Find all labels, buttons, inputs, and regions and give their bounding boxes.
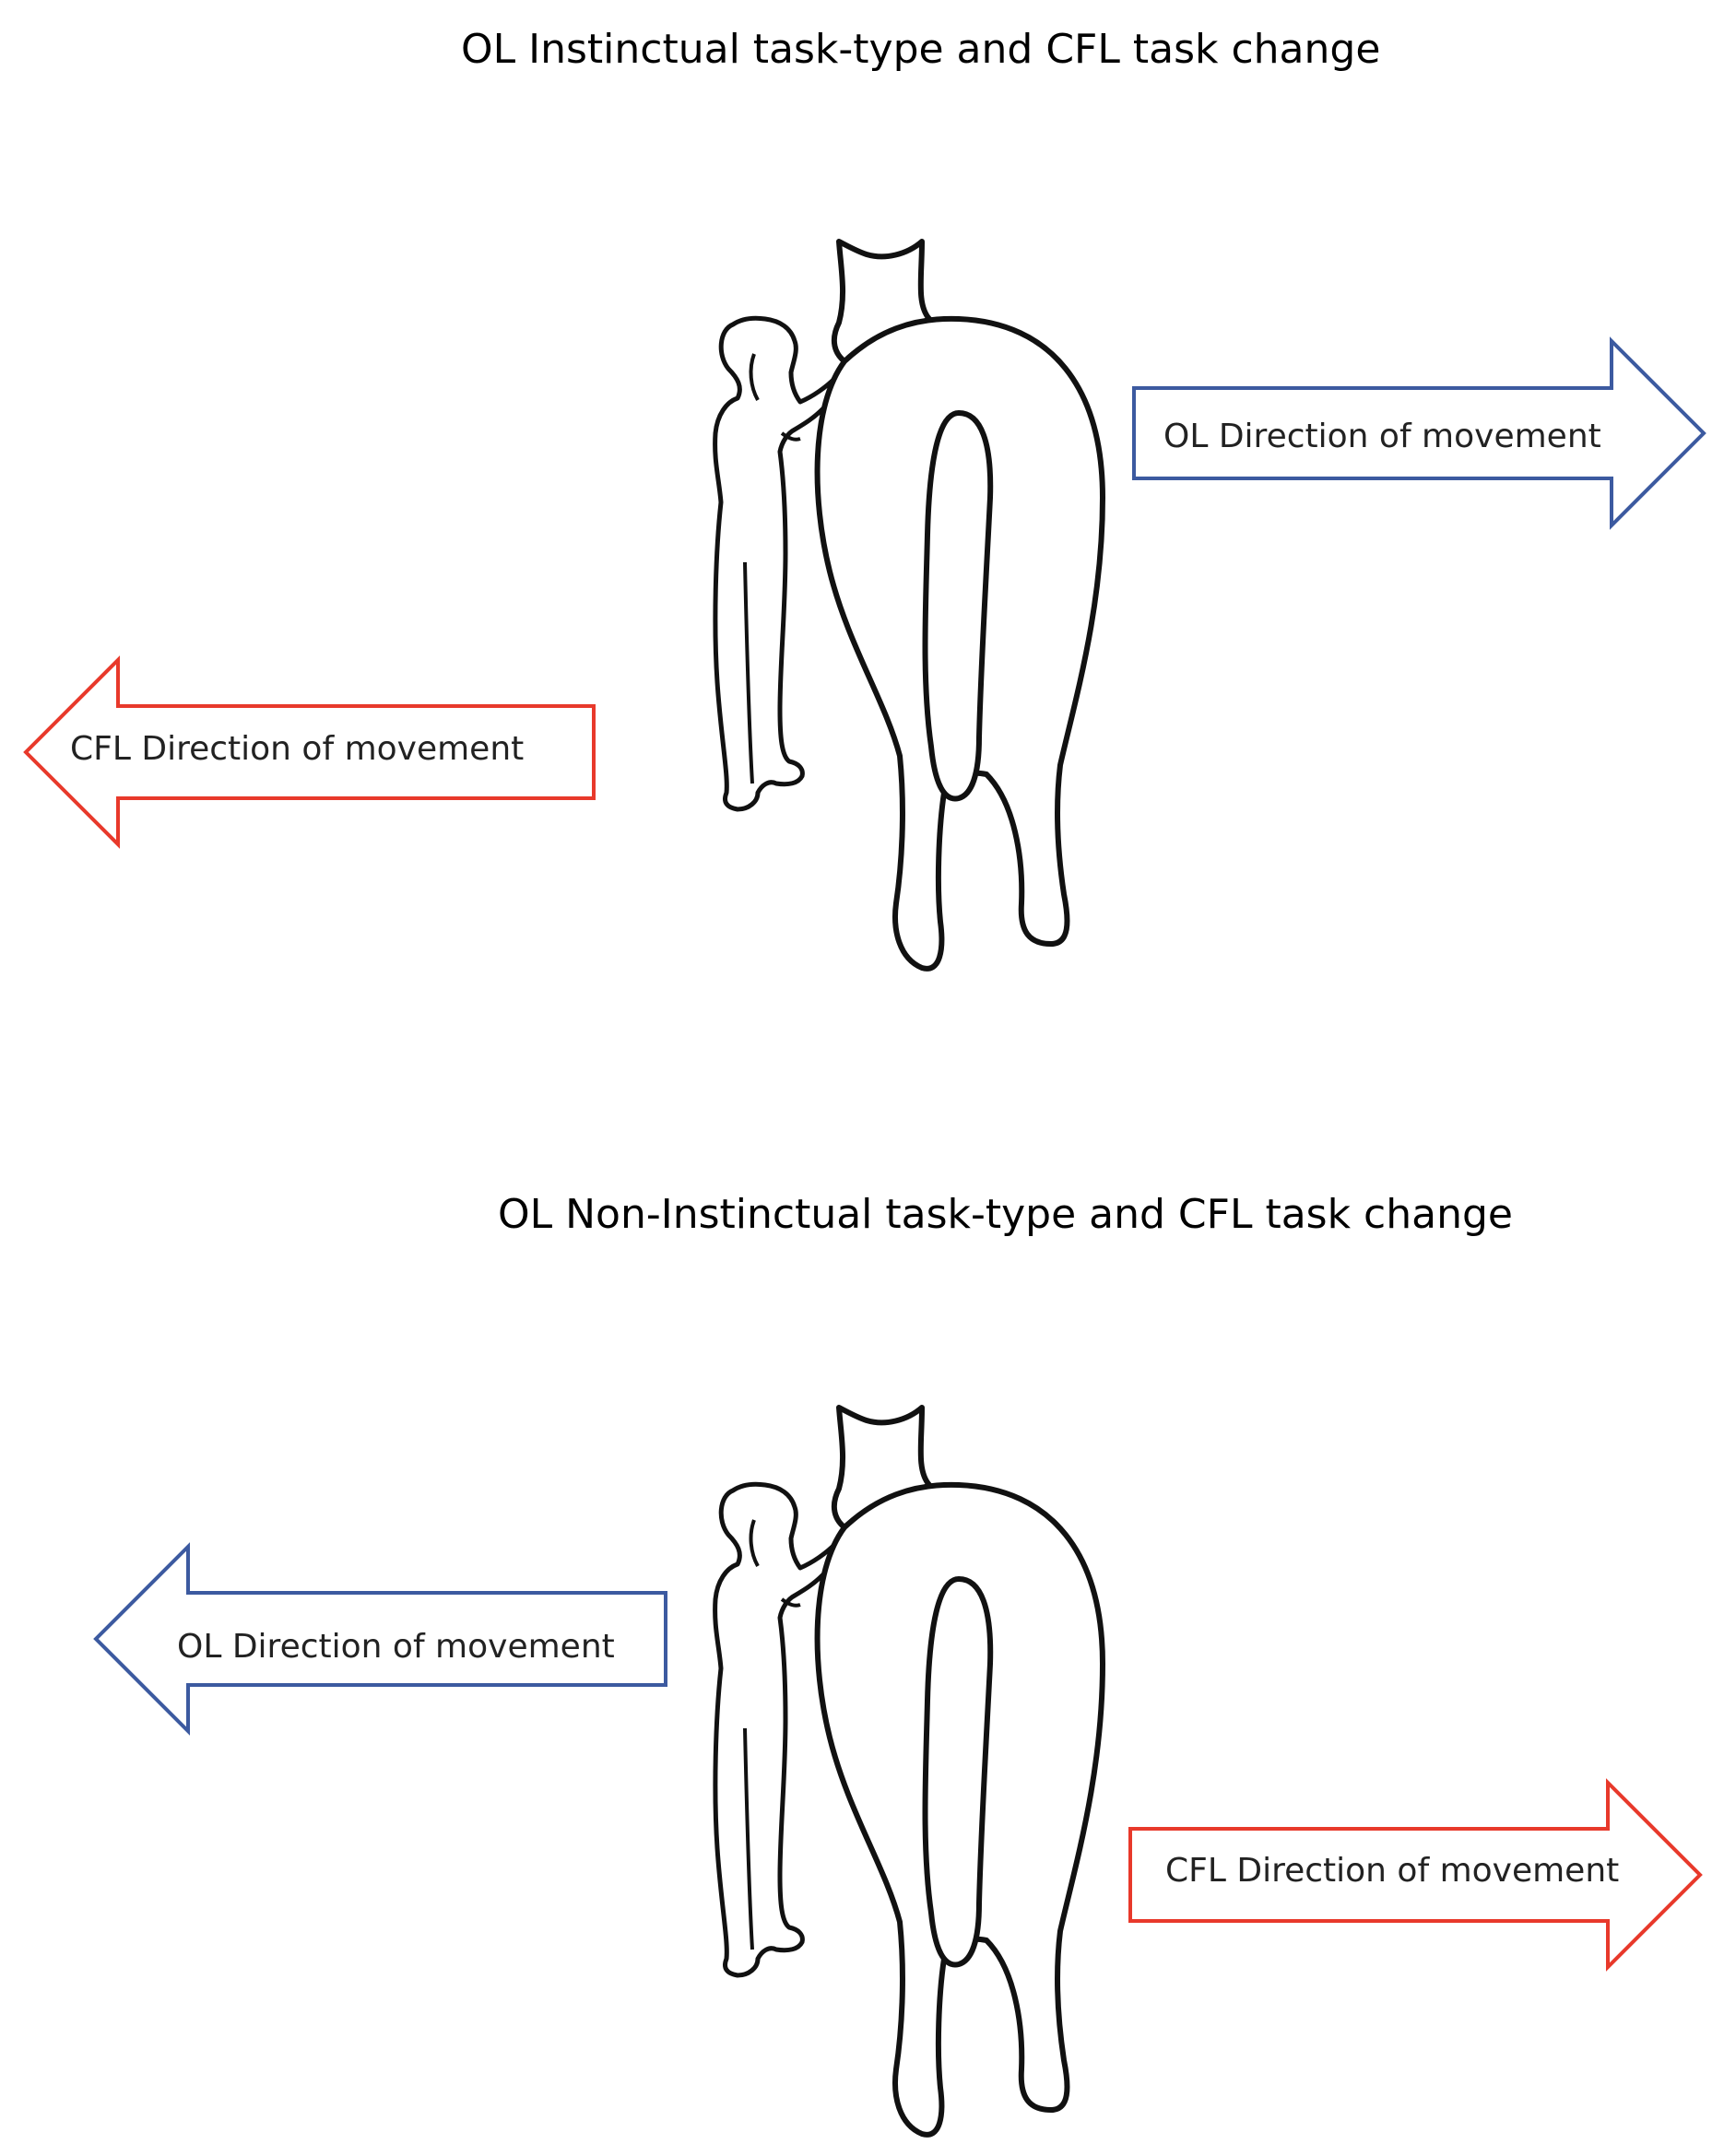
- panel-2-title: OL Non-Instinctual task-type and CFL tas…: [498, 1191, 1513, 1238]
- panel-1-arrow-cfl-left: CFL Direction of movement: [23, 655, 596, 849]
- panel-2-arrow-ol-label: OL Direction of movement: [177, 1628, 615, 1666]
- panel-2-arrow-cfl-right: CFL Direction of movement: [1128, 1778, 1703, 1972]
- horse-and-handler-icon: [715, 242, 1103, 969]
- arrow-left-icon: [23, 655, 596, 849]
- arrow-left-icon: [93, 1542, 667, 1736]
- panel-1-title: OL Instinctual task-type and CFL task ch…: [461, 26, 1381, 73]
- arrow-right-icon: [1132, 336, 1706, 530]
- panel-1-arrow-ol-label: OL Direction of movement: [1163, 418, 1601, 455]
- horse-and-handler-icon: [715, 1408, 1103, 2135]
- panel-2-arrow-cfl-label: CFL Direction of movement: [1165, 1852, 1619, 1890]
- panel-1-arrow-cfl-label: CFL Direction of movement: [70, 730, 524, 768]
- panel-2-arrow-ol-left: OL Direction of movement: [93, 1542, 667, 1736]
- arrow-right-icon: [1128, 1778, 1703, 1972]
- panel-1-arrow-ol-right: OL Direction of movement: [1132, 336, 1706, 530]
